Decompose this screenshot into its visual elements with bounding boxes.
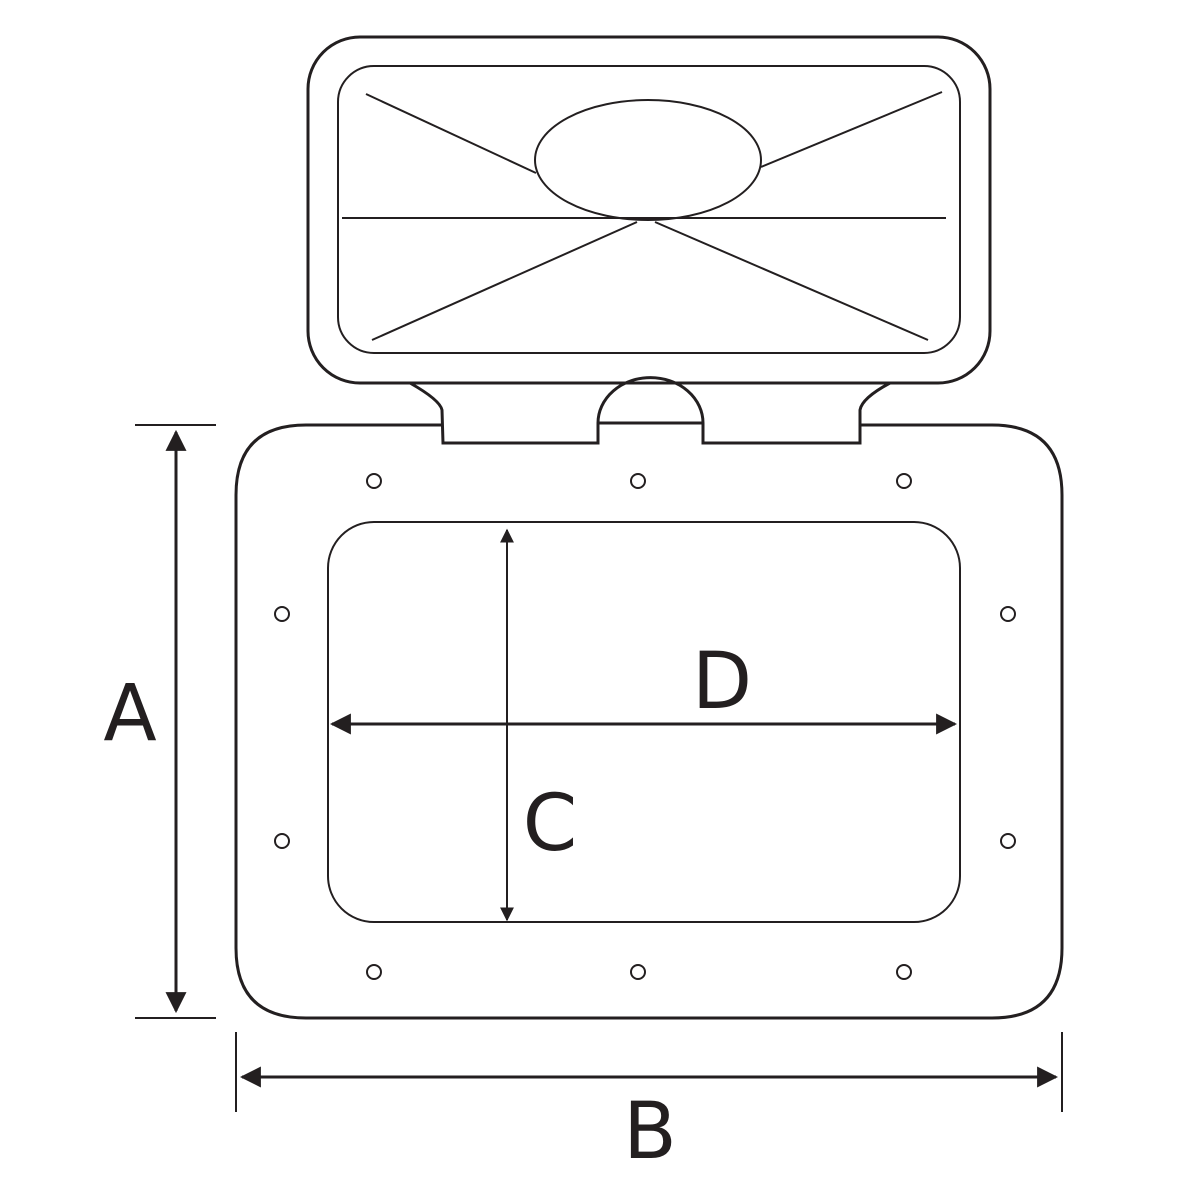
screw-hole: [630, 964, 646, 980]
screw-holes: [274, 473, 1016, 980]
screw-hole: [1000, 833, 1016, 849]
label-d: D: [692, 637, 752, 727]
screw-hole: [274, 606, 290, 622]
lid-diagonal: [371, 221, 638, 341]
lid-inner: [337, 65, 961, 354]
dimension-d: D: [329, 637, 958, 735]
lid-handle-oval: [534, 99, 762, 221]
screw-hole: [896, 473, 912, 489]
plate-opening: [327, 521, 961, 923]
lid: [306, 35, 992, 385]
lid-diagonal: [654, 221, 929, 341]
lid-diagonal: [365, 93, 537, 174]
screw-hole: [630, 473, 646, 489]
lid-diagonal: [760, 91, 943, 168]
dimension-a: A: [103, 424, 216, 1019]
screw-hole: [1000, 606, 1016, 622]
screw-hole: [896, 964, 912, 980]
screw-hole: [274, 833, 290, 849]
plate-outer: [234, 423, 1064, 1020]
dimension-b: B: [235, 1032, 1063, 1177]
lid-outer: [306, 35, 992, 385]
screw-hole: [366, 473, 382, 489]
hinge: [409, 376, 891, 445]
label-a: A: [103, 669, 156, 759]
screw-hole: [366, 964, 382, 980]
base-plate: [234, 423, 1064, 1020]
label-c: C: [523, 779, 577, 869]
label-b: B: [623, 1087, 677, 1177]
